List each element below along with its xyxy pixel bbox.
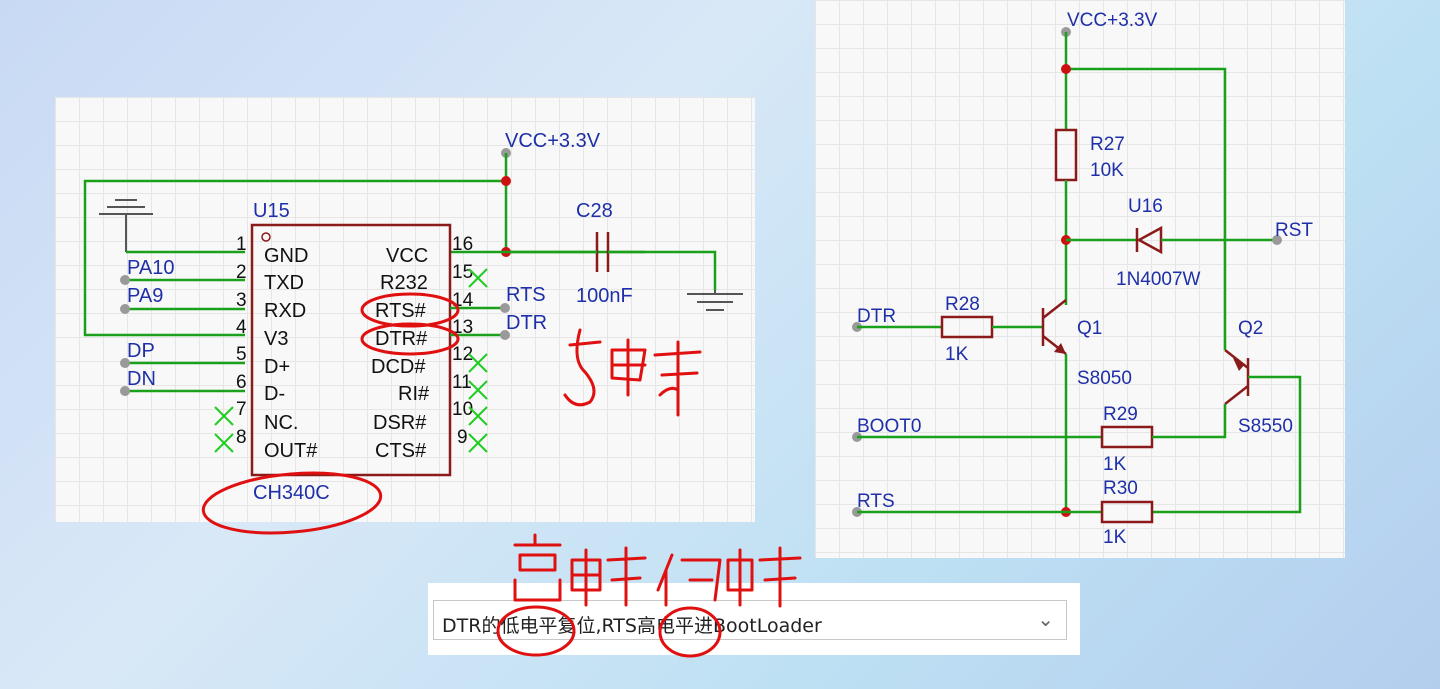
net-rts: RTS <box>506 284 546 306</box>
rts-label: RTS <box>857 491 895 512</box>
r30-ref: R30 <box>1103 478 1138 499</box>
dtr-label: DTR <box>857 306 896 327</box>
svg-text:D+: D+ <box>264 356 290 378</box>
svg-text:2: 2 <box>236 262 247 283</box>
r29-value: 1K <box>1103 454 1127 475</box>
svg-text:V3: V3 <box>264 328 288 350</box>
svg-text:DTR#: DTR# <box>375 328 428 350</box>
reset-boot-schematic-panel: VCC+3.3V R27 10K U16 1N4007W RST DTR R28… <box>815 0 1345 558</box>
resistor-r28 <box>940 315 994 339</box>
net-pa9: PA9 <box>127 285 163 307</box>
reset-mode-select[interactable]: DTR的低电平复位,RTS高电平进BootLoader ⌄ <box>433 600 1067 640</box>
boot0-label: BOOT0 <box>857 416 921 437</box>
svg-text:DCD#: DCD# <box>371 356 426 378</box>
ch340c-schematic: VCC+3.3V PA10 PA9 DP DN U15 CH340C <box>83 130 743 504</box>
reset-boot-schematic: VCC+3.3V R27 10K U16 1N4007W RST DTR R28… <box>852 10 1313 548</box>
svg-text:5: 5 <box>236 344 247 365</box>
cap-value: 100nF <box>576 285 633 307</box>
chevron-down-icon[interactable]: ⌄ <box>1037 609 1054 631</box>
svg-text:TXD: TXD <box>264 272 304 294</box>
svg-text:DSR#: DSR# <box>373 412 427 434</box>
svg-text:RXD: RXD <box>264 300 306 322</box>
svg-text:CTS#: CTS# <box>375 440 427 462</box>
svg-text:GND: GND <box>264 245 308 267</box>
svg-text:OUT#: OUT# <box>264 440 318 462</box>
svg-text:10: 10 <box>452 399 473 420</box>
svg-text:3: 3 <box>236 290 247 311</box>
left-pins: 1 GND 2 TXD 3 RXD 4 V3 5 D+ 6 D- 7 NC. 8… <box>236 234 318 462</box>
r28-ref: R28 <box>945 294 980 315</box>
diode-value: 1N4007W <box>1116 269 1201 290</box>
junction <box>501 176 511 186</box>
resistor-r30 <box>1100 500 1154 524</box>
svg-text:1: 1 <box>236 234 247 255</box>
net-dn: DN <box>127 368 156 390</box>
svg-text:9: 9 <box>457 427 468 448</box>
reset-mode-dropdown-container: DTR的低电平复位,RTS高电平进BootLoader ⌄ <box>428 583 1080 655</box>
net-pa10: PA10 <box>127 257 174 279</box>
net-dp: DP <box>127 340 155 362</box>
svg-text:4: 4 <box>236 317 247 338</box>
pin1-marker <box>261 232 271 242</box>
vcc-label: VCC+3.3V <box>1067 10 1158 31</box>
svg-text:11: 11 <box>452 372 472 393</box>
svg-text:R232: R232 <box>380 272 428 294</box>
net-dtr: DTR <box>506 312 547 334</box>
svg-text:15: 15 <box>452 262 473 283</box>
chip-ref: U15 <box>253 200 290 222</box>
vcc-label: VCC+3.3V <box>505 130 601 152</box>
svg-text:RTS#: RTS# <box>375 300 427 322</box>
diode-u16 <box>1135 225 1163 255</box>
right-pins: VCC 16 R232 15 RTS# 14 DTR# 13 DCD# 12 R… <box>371 234 474 462</box>
rst-label: RST <box>1275 220 1313 241</box>
resistor-r27 <box>1054 128 1078 182</box>
chip-name: CH340C <box>253 482 330 504</box>
svg-text:6: 6 <box>236 372 247 393</box>
q2-ref: Q2 <box>1238 318 1263 339</box>
svg-text:7: 7 <box>236 399 247 420</box>
svg-text:16: 16 <box>452 234 473 255</box>
ch340c-schematic-panel: VCC+3.3V PA10 PA9 DP DN U15 CH340C <box>55 97 755 522</box>
q2-value: S8550 <box>1238 416 1293 437</box>
r30-value: 1K <box>1103 527 1127 548</box>
transistor-q1 <box>1041 299 1067 355</box>
diode-ref: U16 <box>1128 196 1163 217</box>
svg-text:VCC: VCC <box>386 245 428 267</box>
r28-value: 1K <box>945 344 969 365</box>
ground-symbol <box>99 199 153 252</box>
r27-ref: R27 <box>1090 134 1125 155</box>
r29-ref: R29 <box>1103 404 1138 425</box>
svg-text:D-: D- <box>264 383 285 405</box>
svg-text:8: 8 <box>236 427 247 448</box>
reset-mode-selected-value: DTR的低电平复位,RTS高电平进BootLoader <box>442 615 822 637</box>
q1-ref: Q1 <box>1077 318 1102 339</box>
cap-ref: C28 <box>576 200 613 222</box>
svg-text:RI#: RI# <box>398 383 430 405</box>
r27-value: 10K <box>1090 160 1124 181</box>
resistor-r29 <box>1100 425 1154 449</box>
cap-gnd-wire <box>608 250 717 290</box>
ground-symbol <box>687 290 743 311</box>
no-connect-markers <box>214 268 488 453</box>
q1-value: S8050 <box>1077 368 1132 389</box>
svg-text:NC.: NC. <box>264 412 298 434</box>
transistor-q2 <box>1224 349 1250 405</box>
v3-wire <box>83 179 506 337</box>
